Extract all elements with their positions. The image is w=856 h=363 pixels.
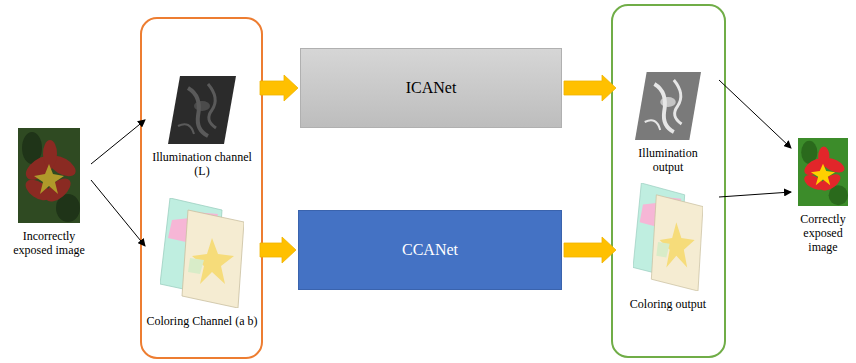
image-caption: Coloring Channel (a b) xyxy=(146,314,258,328)
network-box: CCANet xyxy=(298,210,562,290)
image-caption: Coloring output xyxy=(626,297,710,311)
image-node: Illumination channel (L) xyxy=(146,76,258,178)
network-box: ICANet xyxy=(300,48,562,128)
flow-arrow xyxy=(719,192,791,197)
block-arrow xyxy=(564,237,616,263)
image-caption: Illumination channel (L) xyxy=(146,150,258,178)
image-caption: Illumination output xyxy=(626,146,710,174)
network-name: CCANet xyxy=(392,237,468,263)
channel-image xyxy=(635,72,701,140)
channel-image xyxy=(633,183,703,291)
photo-thumbnail xyxy=(18,128,80,223)
flow-arrow xyxy=(91,120,145,164)
image-caption: Correctly exposed image xyxy=(792,212,854,254)
image-node: Coloring output xyxy=(618,183,718,311)
channel-image xyxy=(168,76,236,144)
image-node: Incorrectly exposed image xyxy=(8,128,90,257)
image-caption: Incorrectly exposed image xyxy=(9,229,89,257)
input-channel-group xyxy=(141,18,262,358)
image-node: Coloring Channel (a b) xyxy=(146,198,258,328)
flow-arrow xyxy=(91,180,145,246)
block-arrow xyxy=(260,237,296,263)
photo-thumbnail xyxy=(798,138,848,206)
output-channel-group xyxy=(612,5,725,357)
flow-arrow xyxy=(719,80,791,148)
image-node: Illumination output xyxy=(618,72,718,174)
image-node: Correctly exposed image xyxy=(792,138,854,254)
block-arrow xyxy=(260,75,298,101)
channel-image xyxy=(160,198,244,308)
block-arrow xyxy=(564,75,616,101)
network-name: ICANet xyxy=(396,75,467,101)
